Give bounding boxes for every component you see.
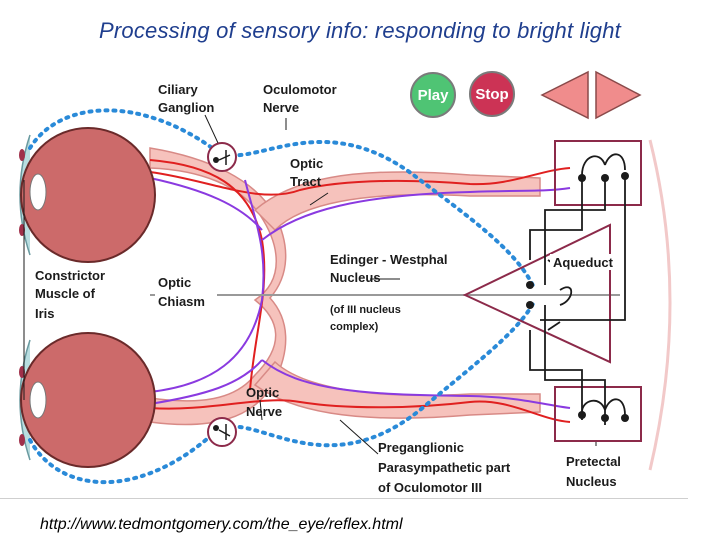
label-preganglionic-3: of Oculomotor III — [378, 480, 482, 495]
retinal-fibers — [149, 159, 571, 423]
ciliary-ganglion-upper — [207, 142, 237, 172]
label-constrictor-1: Constrictor — [35, 268, 105, 283]
upper-eye — [19, 127, 156, 263]
label-oculomotor-2: Nerve — [263, 100, 299, 115]
footer-divider — [0, 498, 688, 499]
label-optic-nerve-2: Nerve — [246, 404, 282, 419]
ciliary-ganglion-lower — [207, 417, 237, 447]
interneurons — [529, 153, 626, 425]
label-aqueduct: Aqueduct — [553, 255, 614, 270]
label-iii-complex-2: complex) — [330, 321, 379, 333]
pretectal-nucleus-lower — [554, 386, 642, 442]
stop-button[interactable]: Stop — [469, 71, 515, 117]
label-pretectal-2: Nucleus — [566, 474, 617, 489]
label-iii-complex-1: (of III nucleus — [330, 304, 401, 316]
neuron-bodies — [526, 172, 629, 422]
label-preganglionic-2: Parasympathetic part — [378, 460, 511, 475]
aqueduct-label-bg — [550, 254, 622, 270]
label-optic-tract-2: Tract — [290, 174, 322, 189]
leader-lines — [23, 114, 597, 455]
label-preganglionic-1: Preganglionic — [378, 440, 464, 455]
optic-pathway — [149, 147, 541, 426]
labels: Ciliary Ganglion Oculomotor Nerve Optic … — [35, 82, 622, 495]
slide-title: Processing of sensory info: responding t… — [99, 18, 621, 43]
brainstem-outline — [648, 139, 672, 471]
parasympathetic-pathway — [28, 108, 537, 485]
label-edinger-westphal-1: Edinger - Westphal — [330, 252, 448, 267]
label-edinger-westphal-2: Nucleus — [330, 270, 381, 285]
lower-eye — [19, 332, 156, 468]
label-optic-nerve-1: Optic — [246, 385, 279, 400]
label-ciliary-ganglion-2: Ganglion — [158, 100, 214, 115]
label-constrictor-2: Muscle of — [35, 286, 96, 301]
stop-button-label: Stop — [475, 86, 508, 103]
label-optic-tract-1: Optic — [290, 156, 323, 171]
label-pretectal-1: Pretectal — [566, 454, 621, 469]
label-ciliary-ganglion-1: Ciliary — [158, 82, 199, 97]
label-optic-chiasm-1: Optic — [158, 275, 191, 290]
chiasm-label-bg — [155, 275, 217, 311]
edinger-westphal-nucleus — [462, 223, 611, 364]
pretectal-nucleus-upper — [554, 140, 642, 206]
label-constrictor-3: Iris — [35, 306, 55, 321]
label-oculomotor-1: Oculomotor — [263, 82, 337, 97]
play-button-label: Play — [418, 87, 450, 104]
label-optic-chiasm-2: Chiasm — [158, 294, 205, 309]
next-arrow-icon[interactable] — [595, 70, 642, 120]
previous-arrow-icon[interactable] — [540, 70, 589, 120]
play-button[interactable]: Play — [410, 72, 456, 118]
source-link[interactable]: http://www.tedmontgomery.com/the_eye/ref… — [40, 516, 403, 533]
